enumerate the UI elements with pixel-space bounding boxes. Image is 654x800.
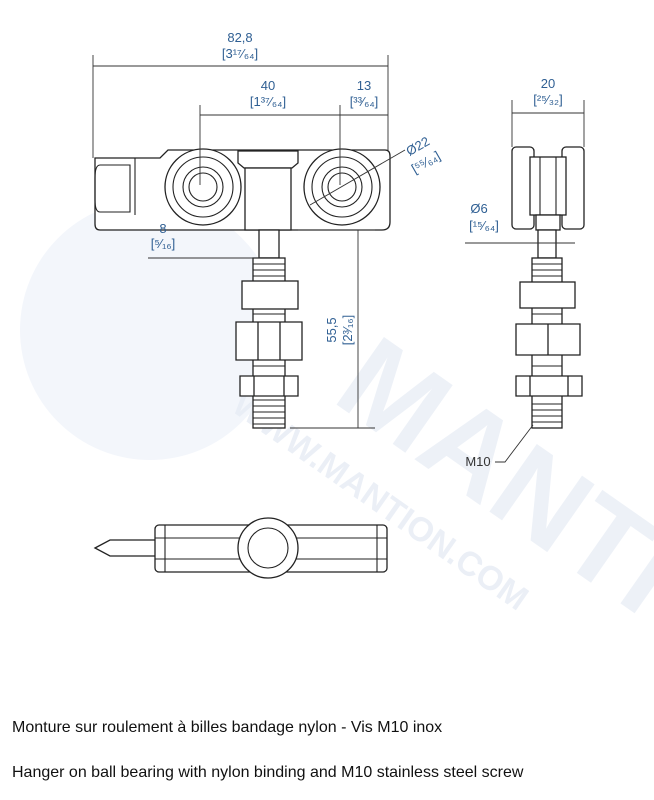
svg-text:[¹⁵⁄₆₄]: [¹⁵⁄₆₄] bbox=[469, 218, 499, 233]
svg-text:M10: M10 bbox=[465, 454, 490, 469]
top-view bbox=[93, 517, 388, 579]
caption-english: Hanger on ball bearing with nylon bindin… bbox=[12, 764, 524, 781]
svg-text:40: 40 bbox=[261, 78, 275, 93]
svg-text:55,5: 55,5 bbox=[324, 317, 339, 342]
caption-french: Monture sur roulement à billes bandage n… bbox=[12, 719, 443, 736]
front-view bbox=[94, 148, 391, 429]
svg-text:Ø6: Ø6 bbox=[470, 201, 487, 216]
svg-text:13: 13 bbox=[357, 78, 371, 93]
svg-text:20: 20 bbox=[541, 76, 555, 91]
svg-text:[3¹⁷⁄₆₄]: [3¹⁷⁄₆₄] bbox=[222, 46, 258, 61]
spacer bbox=[241, 280, 299, 310]
side-dimensions: 20 [²⁵⁄₃₂] Ø6 [¹⁵⁄₆₄] M10 bbox=[465, 76, 585, 469]
svg-text:[1³⁷⁄₆₄]: [1³⁷⁄₆₄] bbox=[250, 94, 286, 109]
svg-text:8: 8 bbox=[159, 221, 166, 236]
svg-text:[²⁵⁄₃₂]: [²⁵⁄₃₂] bbox=[533, 92, 562, 107]
svg-text:[³³⁄₆₄]: [³³⁄₆₄] bbox=[350, 94, 379, 109]
svg-text:[2³⁄₁₆]: [2³⁄₁₆] bbox=[340, 315, 355, 346]
right-wheel bbox=[303, 148, 381, 226]
left-wheel bbox=[164, 148, 242, 226]
side-view bbox=[511, 146, 585, 429]
svg-text:[⁵⁄₁₆]: [⁵⁄₁₆] bbox=[151, 236, 175, 251]
svg-text:82,8: 82,8 bbox=[227, 30, 252, 45]
